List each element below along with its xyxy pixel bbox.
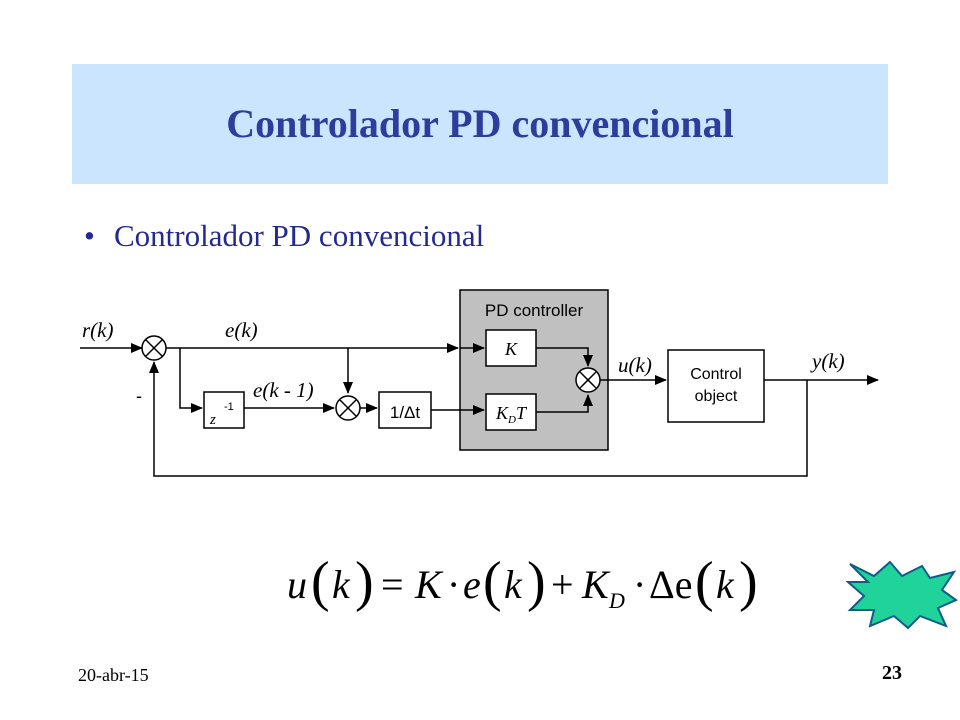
delay-block xyxy=(203,391,245,429)
summing-junction-3 xyxy=(575,367,601,393)
svg-text:): ) xyxy=(355,551,374,613)
plant-label-line2: object xyxy=(695,388,738,405)
bullet-dot: • xyxy=(84,218,95,253)
control-object-block xyxy=(667,349,765,423)
formula-kd: K xyxy=(581,562,611,607)
bullet-text: Controlador PD convencional xyxy=(114,218,485,253)
summing-junction-1 xyxy=(141,335,167,361)
footer-date: 20-abr-15 xyxy=(78,665,149,685)
title-banner: Controlador PD convencional xyxy=(72,64,888,184)
page-number: 23 xyxy=(882,662,902,684)
delta-t-block xyxy=(378,391,432,429)
svg-text:KDT: KDT xyxy=(495,403,528,426)
formula-dot-2: · xyxy=(633,562,646,607)
svg-text:(: ( xyxy=(311,551,330,613)
pd-block-diagram: PD controller r(k) e(k) z -1 e(k - 1) 1/… xyxy=(80,289,879,477)
control-signal-label: u(k) xyxy=(618,353,652,377)
formula-plus: + xyxy=(551,562,574,607)
gain-k-label: K xyxy=(504,339,518,359)
svg-text:): ) xyxy=(527,551,546,613)
delay-branch xyxy=(179,348,203,413)
formula-kd-sub: D xyxy=(608,588,625,613)
formula-u: u xyxy=(287,562,307,607)
minus-sign: - xyxy=(136,386,142,406)
page-title: Controlador PD convencional xyxy=(226,101,734,146)
delay-block-base: z xyxy=(209,412,216,428)
gain-kdt-tail: T xyxy=(516,403,528,423)
formula-e: e xyxy=(463,562,481,607)
formula-k: K xyxy=(414,562,444,607)
svg-text:): ) xyxy=(739,551,758,613)
input-label: r(k) xyxy=(82,318,113,342)
bullet-item: • Controlador PD convencional xyxy=(84,218,484,254)
formula-delta-e: Δe xyxy=(649,562,692,607)
formula-arg-3: k xyxy=(716,562,735,607)
error-label: e(k) xyxy=(225,318,258,342)
gain-kdt-main: K xyxy=(495,403,509,423)
formula-equals: = xyxy=(381,562,404,607)
formula-dot-1: · xyxy=(447,562,460,607)
svg-text:(: ( xyxy=(695,551,714,613)
gain-kdt-sub: D xyxy=(507,414,516,426)
pd-controller-label: PD controller xyxy=(485,301,584,320)
svg-text:(: ( xyxy=(483,551,502,613)
pd-control-law-formula: u ( k ) = K · e ( k ) + K D · Δe ( k ) xyxy=(287,551,758,613)
output-label: y(k) xyxy=(810,349,845,373)
plant-label-line1: Control xyxy=(690,366,742,383)
delay-block-exp: -1 xyxy=(224,401,234,413)
formula-arg-2: k xyxy=(504,562,523,607)
delta-t-label: 1/Δt xyxy=(390,403,421,422)
delayed-error-label: e(k - 1) xyxy=(253,378,314,402)
starburst-action-button[interactable] xyxy=(846,560,958,630)
formula-arg-1: k xyxy=(332,562,351,607)
feedback-path xyxy=(149,361,808,477)
summing-junction-2 xyxy=(335,395,361,421)
